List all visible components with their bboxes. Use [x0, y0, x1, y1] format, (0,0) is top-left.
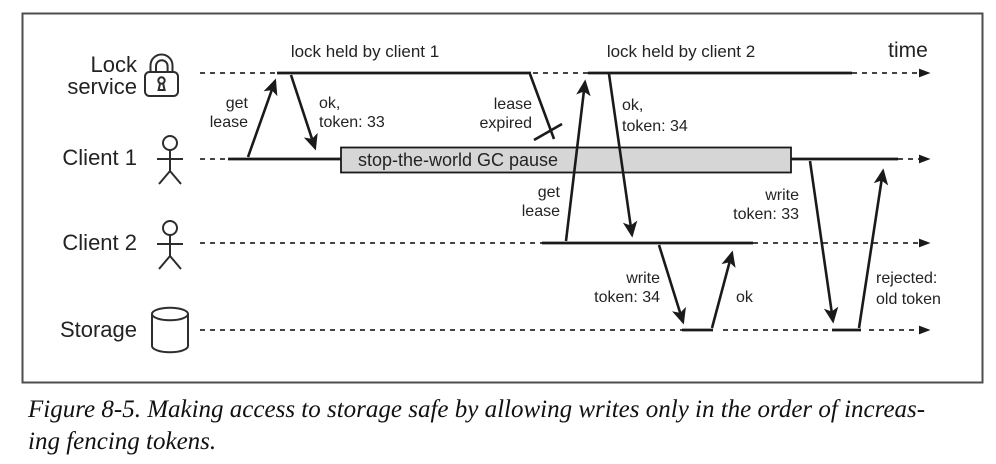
write-token34-label-line1: write: [625, 270, 660, 287]
write-token33-label-line2: token: 33: [733, 206, 799, 223]
lease-expired-line: [528, 73, 556, 140]
diagram-frame: [21, 12, 984, 384]
get-lease-c2-label-line2: lease: [522, 203, 560, 220]
lane-label-client2: Client 2: [62, 230, 137, 255]
figure-caption: Figure 8-5. Making access to storage saf…: [27, 396, 925, 455]
ok-token34-label-line2: token: 34: [622, 118, 688, 135]
ok-token33-label-line2: token: 33: [319, 114, 385, 131]
lease-expired-cross: [533, 122, 563, 142]
timeline-client2: [200, 238, 931, 248]
lane-label-storage: Storage: [60, 317, 137, 342]
gc-pause-label: stop-the-world GC pause: [358, 150, 558, 170]
message-labels: get lease ok, token: 33 lease expired ge…: [210, 95, 941, 308]
lane-label-lock-service-line1: Lock: [91, 52, 138, 77]
time-axis-label: time: [888, 39, 928, 62]
figure-caption-line1: Figure 8-5. Making access to storage saf…: [27, 396, 925, 423]
database-cylinder-icon: [151, 306, 189, 354]
timeline-storage: [200, 325, 931, 335]
lane-label-client1: Client 1: [62, 145, 137, 170]
get-lease-c1-label-line1: get: [226, 95, 249, 112]
figure-caption-line2: ing fencing tokens.: [28, 428, 216, 455]
gc-pause-box: [340, 146, 792, 174]
time-arrowhead-client1: [919, 154, 931, 164]
get-lease-arrow-client1: [246, 78, 278, 158]
ok-reply-arrow: [710, 250, 736, 329]
message-arrows: [246, 73, 889, 329]
rejected-label-line2: old token: [876, 291, 941, 308]
time-arrowhead-lock: [919, 68, 931, 78]
time-arrowhead-client2: [919, 238, 931, 248]
write-token34-label-line2: token: 34: [594, 289, 660, 306]
lock-held-by-client2-label: lock held by client 2: [607, 42, 755, 61]
ok-token34-arrow: [607, 73, 638, 238]
get-lease-c2-label-line1: get: [538, 184, 561, 201]
ok-token34-label-line1: ok,: [622, 97, 643, 114]
time-arrowhead-storage: [919, 325, 931, 335]
timeline-lock-service: [200, 68, 931, 78]
rejected-arrow: [857, 168, 889, 329]
rejected-label-line1: rejected:: [876, 270, 937, 287]
lease-expired-label-line1: lease: [494, 96, 532, 113]
person-icon-client2: [157, 220, 183, 270]
lane-label-lock-service-line2: service: [67, 74, 137, 99]
write-token34-arrow: [657, 244, 686, 325]
lease-expired-label-line2: expired: [480, 115, 532, 132]
write-token33-arrow: [808, 160, 839, 324]
lock-held-by-client1-label: lock held by client 1: [291, 42, 439, 61]
get-lease-c1-label-line2: lease: [210, 114, 248, 131]
get-lease-arrow-client2: [564, 79, 591, 242]
lane-labels: Lock service Client 1 Client 2 Storage: [60, 52, 138, 342]
ok-token33-label-line1: ok,: [319, 95, 340, 112]
ok-reply-label: ok: [736, 289, 754, 306]
timeline-client1: [200, 154, 931, 164]
padlock-icon: [144, 53, 179, 97]
write-token33-label-line1: write: [764, 187, 799, 204]
ok-token33-arrow: [289, 74, 318, 151]
person-icon-client1: [157, 135, 183, 185]
